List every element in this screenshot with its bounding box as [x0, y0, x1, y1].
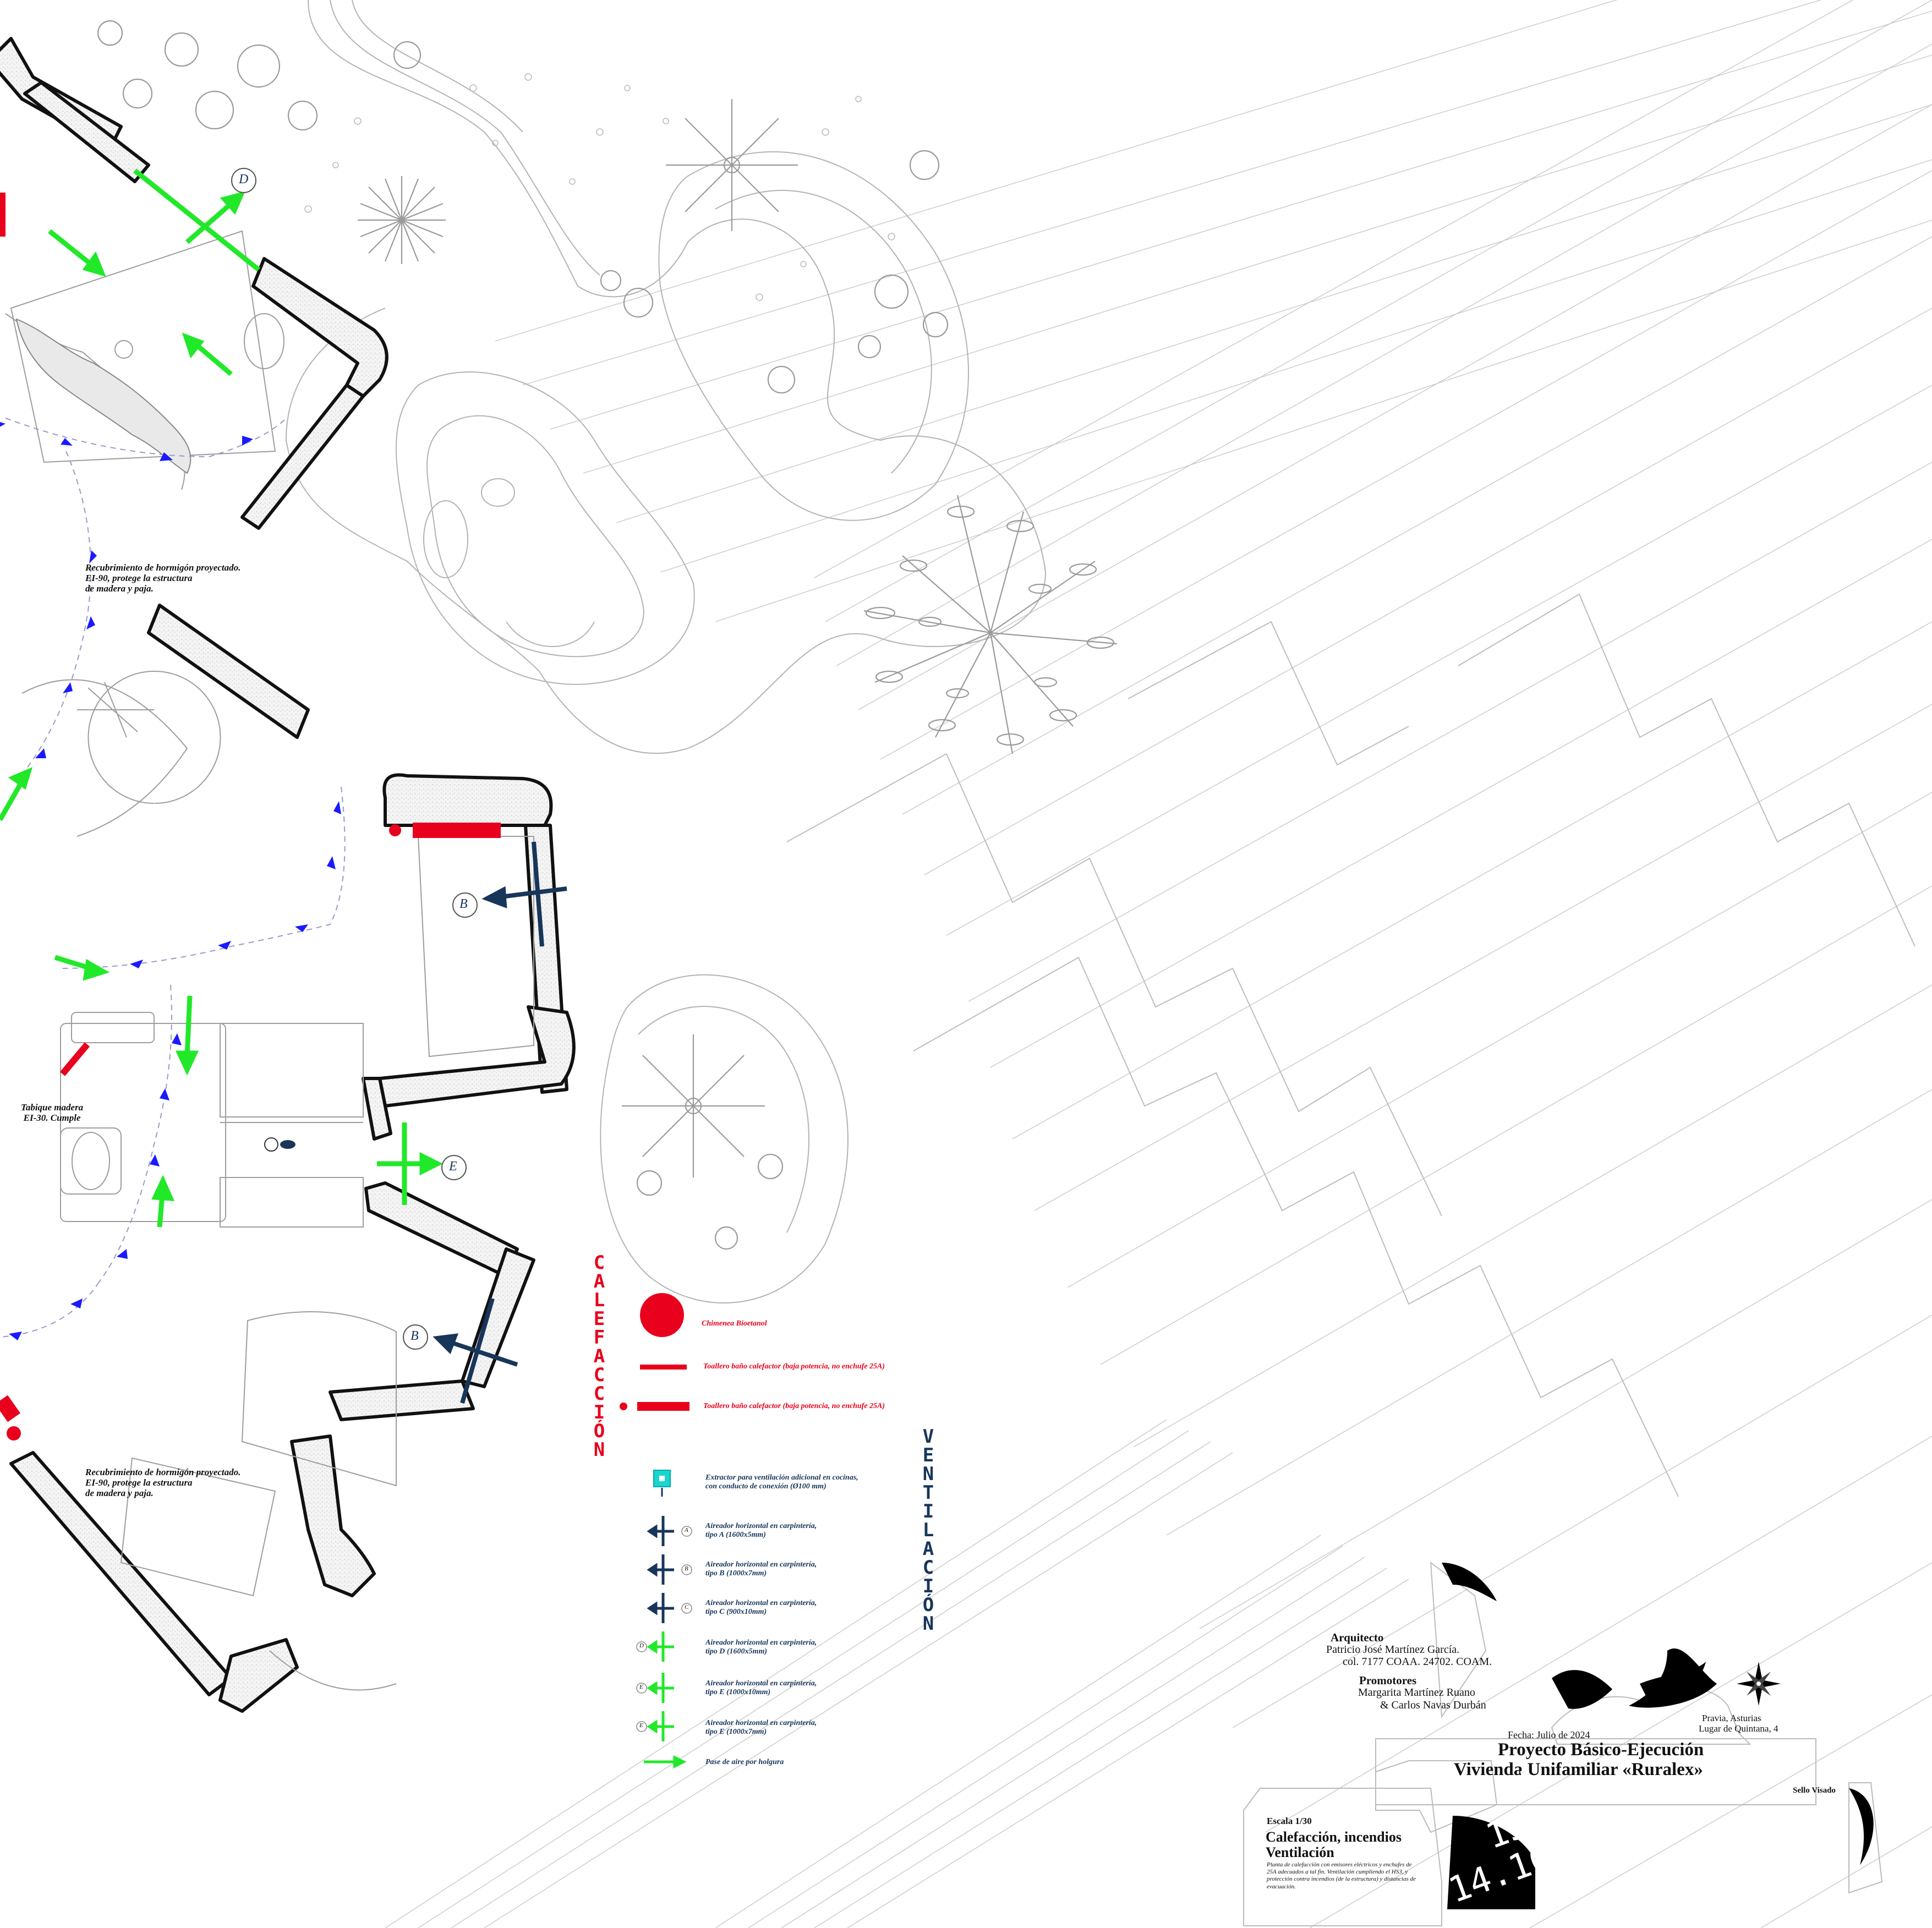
stone-slab [15, 318, 191, 474]
legend-aireador-d: Aireador horizontal en carpintería, tipo… [705, 1639, 817, 1656]
vent-tag-b-lower: B [411, 1329, 419, 1343]
legend-extractor: Extractor para ventilación adicional en … [705, 1474, 858, 1491]
location-line-2: Lugar de Quintana, 4 [1699, 1723, 1778, 1734]
heating-towel-rails [0, 193, 501, 1440]
legend-tag-c: C [685, 1604, 689, 1611]
sheet-title-2: Ventilación [1266, 1844, 1334, 1860]
legend-tag-a: A [685, 1527, 688, 1533]
legend-heating-symbols [620, 1293, 689, 1411]
legend-chimenea: Chimenea Bioetanol [702, 1319, 767, 1328]
location-line-1: Pravia, Asturias [1702, 1713, 1761, 1723]
architect-name: Patricio José Martínez García. [1326, 1644, 1460, 1656]
architect-heading: Arquitecto [1331, 1631, 1384, 1644]
title-block-frame [1243, 1561, 1883, 1926]
trees-and-plants [97, 20, 1118, 1250]
legend-aireador-c: Aireador horizontal en carpintería, tipo… [705, 1599, 817, 1617]
promoter-1: Margarita Martínez Ruano [1358, 1686, 1475, 1699]
project-title: Proyecto Básico-Ejecución [1498, 1740, 1704, 1760]
sheet-title-1: Calefacción, incendios [1266, 1829, 1402, 1845]
airflow-arrowheads [0, 422, 341, 1340]
vent-tag-d: D [239, 172, 249, 187]
legend-tag-e2: E [639, 1722, 643, 1729]
legend-tag-e1: E [639, 1684, 643, 1690]
legend-toallero-1: Toallero baño calefactor (baja potencia,… [703, 1362, 885, 1371]
partition-note: Tabique madera EI-30. Cumple [21, 1102, 84, 1124]
vent-tag-circles [231, 168, 478, 1350]
promoter-2: & Carlos Navas Durbán [1380, 1699, 1486, 1711]
legend-aireador-e2: Aireador horizontal en carpintería, tipo… [705, 1719, 817, 1737]
ventilation-outlets [433, 841, 567, 1404]
interior-fixtures [5, 230, 534, 1691]
house-walls [0, 37, 576, 1713]
heating-legend-title: CALEFACCIÓN [593, 1252, 605, 1461]
concrete-note-bottom: Recubrimiento de hormigón proyectado. EI… [85, 1467, 241, 1499]
concrete-note-top: Recubrimiento de hormigón proyectado. EI… [85, 562, 241, 594]
legend-aireador-a: Aireador horizontal en carpintería, tipo… [705, 1522, 817, 1540]
architect-registration: col. 7177 COAA. 24702. COAM. [1343, 1656, 1492, 1668]
pebble-scatter [304, 73, 895, 301]
vent-tag-e: E [449, 1159, 457, 1174]
ventilation-inlets [0, 168, 444, 1228]
legend-ventilation-symbols [636, 1470, 692, 1769]
promoters-heading: Promotores [1359, 1674, 1417, 1687]
legend-tag-b: B [685, 1565, 688, 1572]
legend-pase-aire: Pase de aire por holgura [705, 1758, 784, 1766]
sheet-description: Planta de calefacción con emisores eléct… [1267, 1861, 1416, 1890]
legend-tag-d: D [639, 1642, 644, 1649]
extractor-fan-icon [264, 1137, 295, 1152]
north-arrow-icon [1737, 1662, 1781, 1706]
project-date: Fecha: Julio de 2024 [1508, 1729, 1590, 1740]
terrain-contours [385, 0, 1932, 1928]
vent-tag-b-upper: B [459, 897, 468, 911]
garden-vegetation [285, 0, 1047, 1303]
project-subtitle: Vivienda Unifamiliar «Ruralex» [1454, 1760, 1703, 1779]
seal-label: Sello Visado [1793, 1786, 1836, 1795]
legend-aireador-e1: Aireador horizontal en carpintería, tipo… [705, 1679, 817, 1697]
stepped-terraces [786, 593, 1915, 1497]
legend-toallero-2: Toallero baño calefactor (baja potencia,… [703, 1402, 885, 1410]
ventilation-legend-title: VENTILACIÓN [922, 1426, 934, 1635]
legend-aireador-b: Aireador horizontal en carpintería, tipo… [705, 1560, 817, 1578]
scale-label: Escala 1/30 [1267, 1816, 1312, 1826]
